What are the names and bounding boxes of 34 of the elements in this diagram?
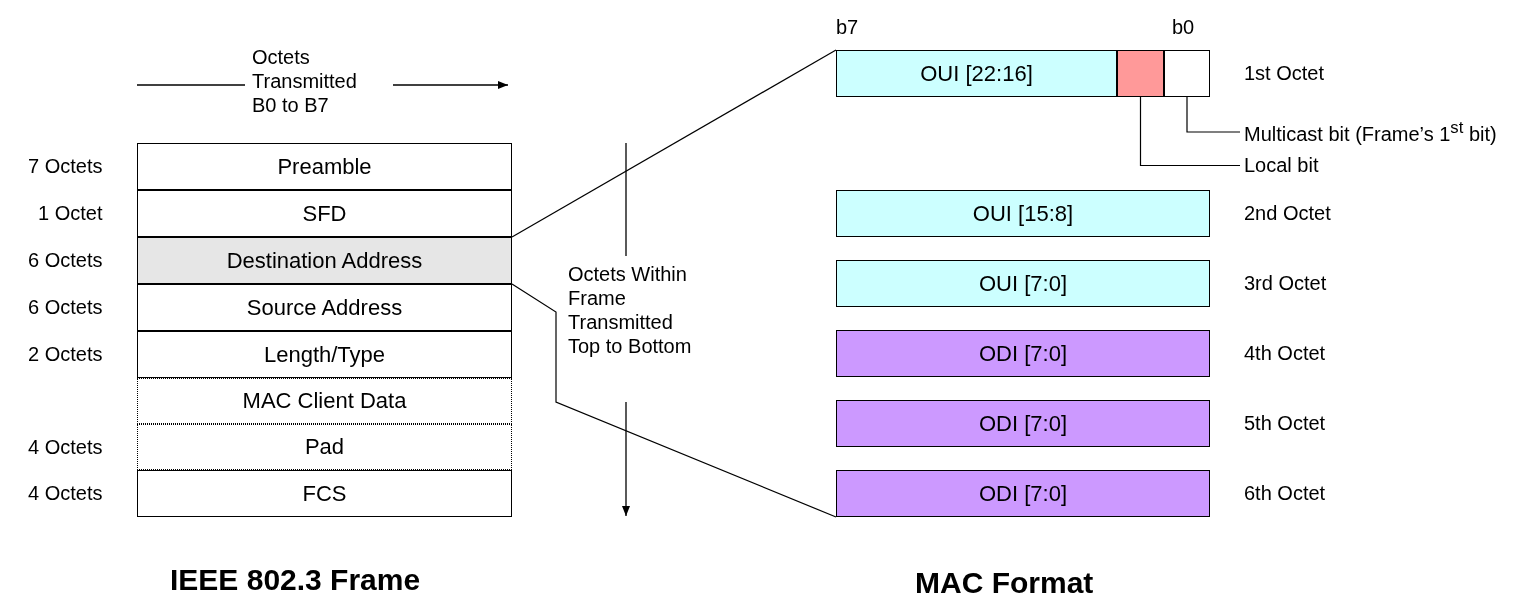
bit-box <box>1164 50 1210 97</box>
connector-line <box>511 283 837 518</box>
octet-count-label: 2nd Octet <box>1244 202 1331 225</box>
leader-line <box>1139 96 1241 167</box>
frame-field-box: Pad <box>137 424 512 470</box>
octet-count-label: 5th Octet <box>1244 412 1326 435</box>
annotation-text: Local bit <box>1244 154 1319 177</box>
annotation-text: Multicast bit (Frame’s 1$^{st}$ bit) <box>1244 118 1497 146</box>
octet-count-label: 6th Octet <box>1244 482 1326 505</box>
octet-count-label: 1 Octet <box>38 202 103 225</box>
octet-field-box: OUI [7:0] <box>836 260 1210 307</box>
octet-field-box: OUI [22:16] <box>836 50 1117 97</box>
octet-field-box: OUI [15:8] <box>836 190 1210 237</box>
octet-field-box: ODI [7:0] <box>836 470 1210 517</box>
octet-count-label: 2 Octets <box>28 343 103 366</box>
octet-count-label: 4 Octets <box>28 435 103 459</box>
frame-field-box: SFD <box>137 190 512 237</box>
frame-field-box: Source Address <box>137 284 512 331</box>
octet-field-box: ODI [7:0] <box>836 400 1210 447</box>
frame-field-box: Length/Type <box>137 331 512 378</box>
octet-field-box: ODI [7:0] <box>836 330 1210 377</box>
octet-count-label: 6 Octets <box>28 296 103 319</box>
octet-count-label: 6 Octets <box>28 249 103 272</box>
bit-box <box>1117 50 1164 97</box>
octet-count-label: 7 Octets <box>28 155 103 178</box>
octet-count-label: 4th Octet <box>1244 342 1326 365</box>
leader-line <box>1186 96 1241 133</box>
octet-count-label: 3rd Octet <box>1244 272 1327 295</box>
frame-field-box: Preamble <box>137 143 512 190</box>
frame-field-box: MAC Client Data <box>137 378 512 424</box>
frame-field-box: Destination Address <box>137 237 512 284</box>
octet-count-label: 4 Octets <box>28 482 103 505</box>
connector-line <box>511 49 837 238</box>
frame-field-box: FCS <box>137 470 512 517</box>
